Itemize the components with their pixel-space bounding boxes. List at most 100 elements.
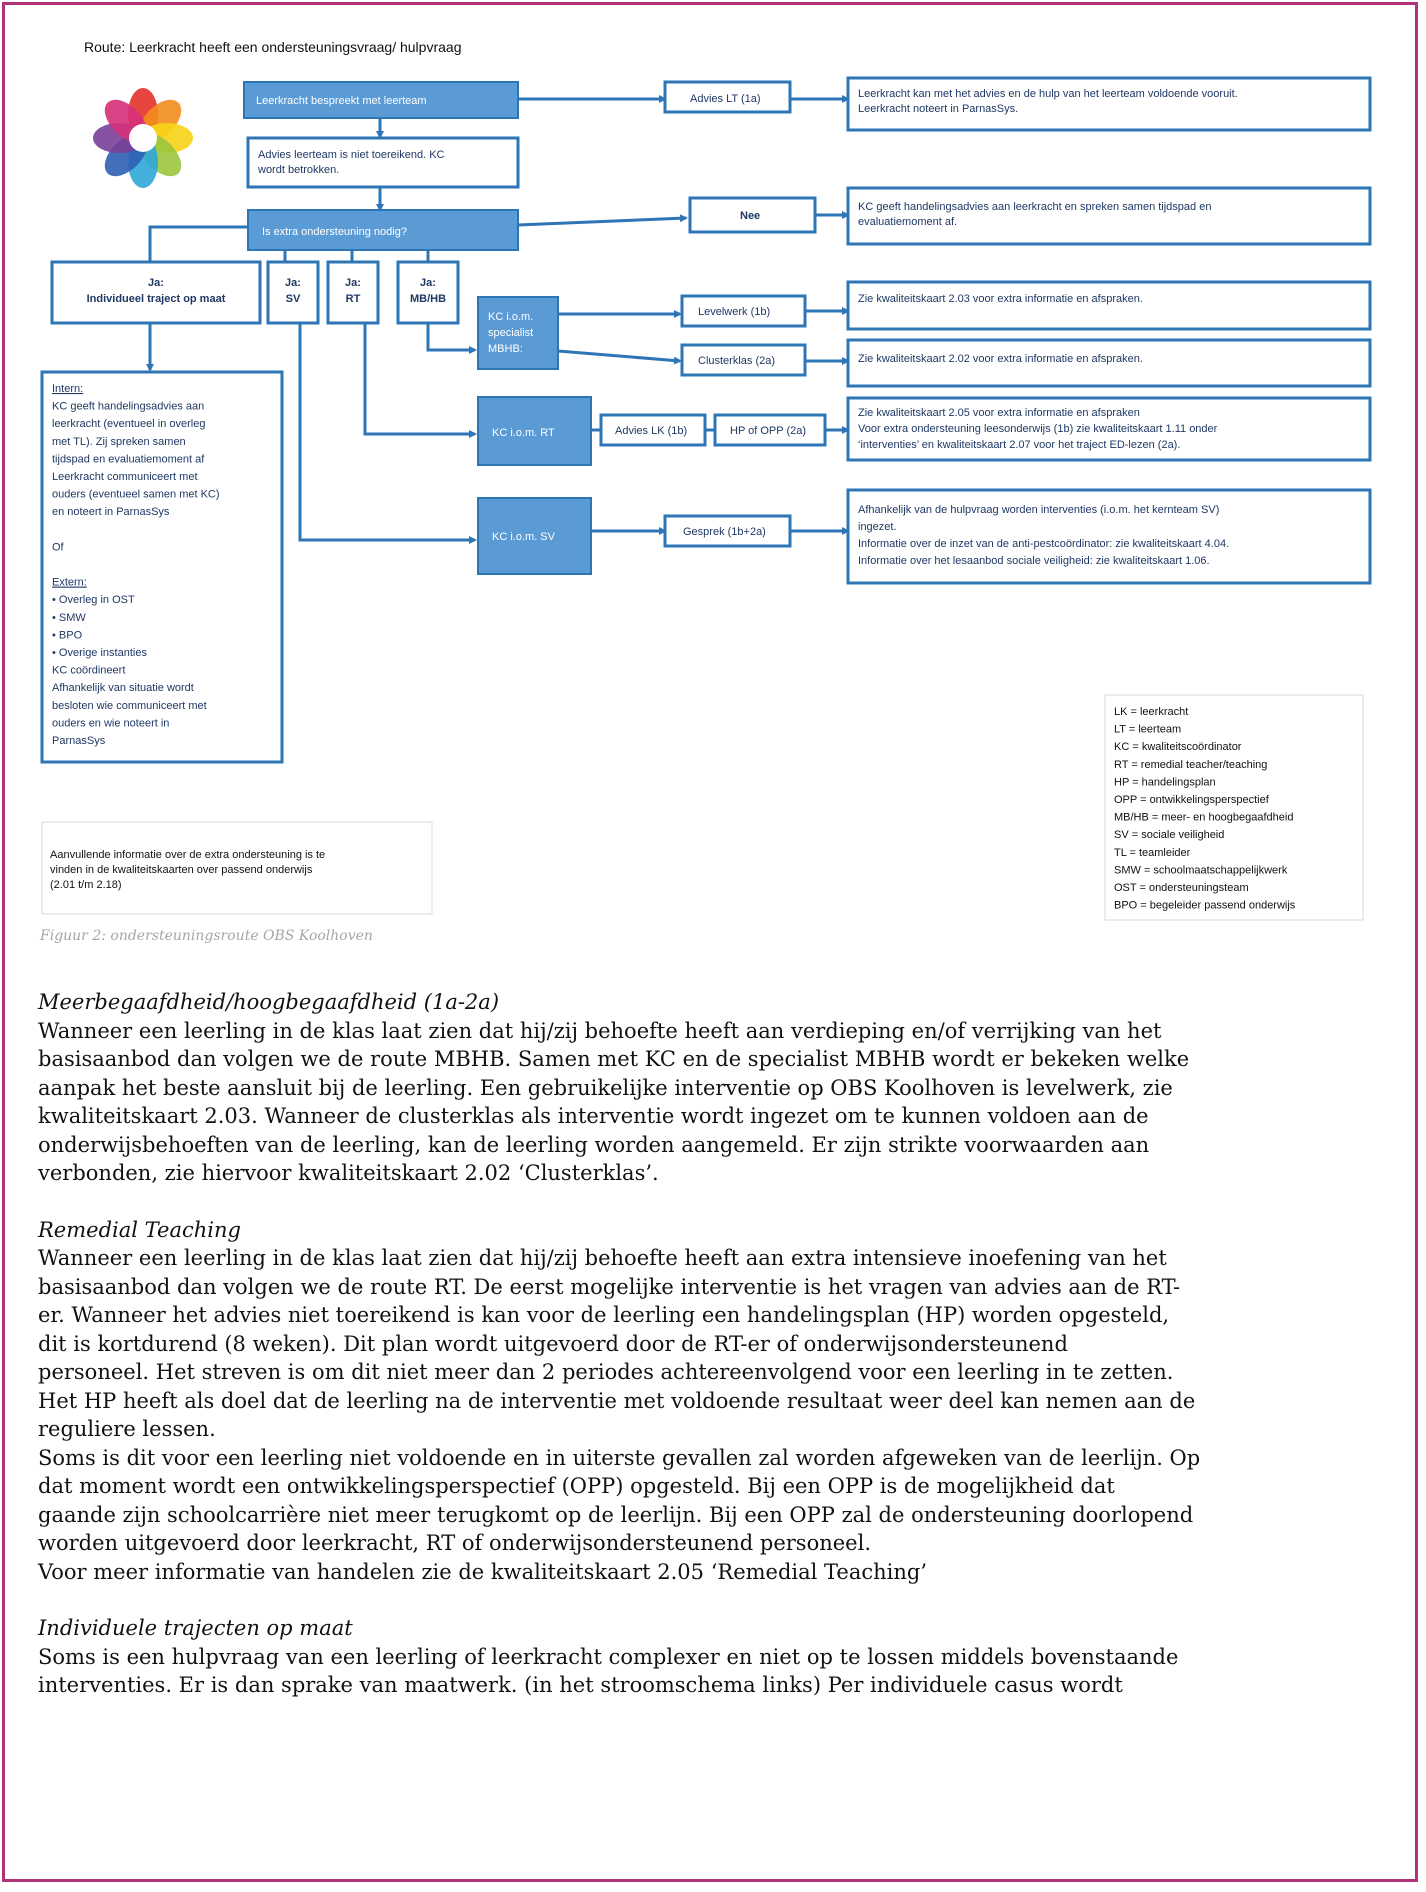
- body-text-line: Wanneer een leerling in de klas laat zie…: [38, 1246, 1167, 1270]
- node-text-line: evaluatiemoment af.: [858, 216, 957, 228]
- node-text-line: Ja:: [148, 277, 164, 289]
- zie-203-box-text: Zie kwaliteitskaart 2.03 voor extra info…: [858, 293, 1143, 305]
- legend-entry: SMW = schoolmaatschappelijkwerk: [1114, 864, 1288, 876]
- legend-entry: TL = teamleider: [1114, 847, 1191, 859]
- body-text-line: dat moment wordt een ontwikkelingsperspe…: [38, 1474, 1115, 1498]
- node-text-line: Ja:: [420, 277, 436, 289]
- ja-rt-box-text: Ja: RT: [345, 277, 361, 305]
- body-text-line: Soms is een hulpvraag van een leerling o…: [38, 1644, 1179, 1669]
- node-text-line: Aanvullende informatie over de extra ond…: [50, 849, 325, 861]
- node-text-line: Informatie over het lesaanbod sociale ve…: [858, 555, 1210, 567]
- body-text-line: er. Wanneer het advies niet toereikend i…: [38, 1303, 1170, 1327]
- legend-entry: LK = leerkracht: [1114, 706, 1188, 718]
- node-text-line: besloten wie communiceert met: [52, 700, 207, 712]
- node-text-line: (2.01 t/m 2.18): [50, 879, 122, 891]
- legend-entry: MB/HB = meer- en hoogbegaafdheid: [1114, 812, 1293, 824]
- node-text-line: tijdspad en evaluatiemoment af: [52, 453, 205, 465]
- node-text-line: vinden in de kwaliteitskaarten over pass…: [50, 864, 313, 876]
- zie-205-box-text: Zie kwaliteitskaart 2.05 voor extra info…: [858, 407, 1218, 451]
- legend-box: [1104, 694, 1364, 921]
- advies-lt-box-text: Advies LT (1a): [690, 93, 761, 105]
- support-route-flowchart: Route: Leerkracht heeft een ondersteunin…: [39, 39, 1372, 944]
- section-heading-itm: Individuele trajecten op maat: [38, 1616, 353, 1640]
- node-text-line: RT: [346, 293, 361, 305]
- body-text-line: Wanneer een leerling in de klas laat zie…: [38, 1018, 1162, 1043]
- bespreekt-box-text: Leerkracht bespreekt met leerteam: [256, 95, 427, 107]
- sv-info-box-text: Afhankelijk van de hulpvraag worden inte…: [858, 504, 1229, 567]
- legend-entry: OST = ondersteuningsteam: [1114, 882, 1249, 894]
- node-text-line: • SMW: [52, 612, 86, 624]
- paragraph-rt: Wanneer een leerling in de klas laat zie…: [38, 1244, 1398, 1586]
- node-text-line: Advies LT (1a): [690, 93, 761, 105]
- node-text-line: Zie kwaliteitskaart 2.05 voor extra info…: [858, 407, 1140, 419]
- node-text-line: specialist: [488, 327, 533, 339]
- connector-lines: [146, 95, 850, 544]
- node-text-line: Afhankelijk van situatie wordt: [52, 682, 194, 694]
- node-text-line: Of: [52, 541, 65, 553]
- hp-opp-box-text: HP of OPP (2a): [730, 425, 806, 437]
- body-text-line: basisaanbod dan volgen we de route RT. D…: [38, 1274, 1181, 1299]
- section-heading-mbhb: Meerbegaafdheid/hoogbegaafdheid (1a-2a): [38, 990, 500, 1014]
- node-text-line: met TL). Zij spreken samen: [52, 436, 186, 448]
- node-text-line: Leerkracht kan met het advies en de hulp…: [858, 88, 1238, 100]
- ja-individueel-box-text: Ja: Individueel traject op maat: [87, 277, 226, 305]
- node-text-line: Leerkracht bespreekt met leerteam: [256, 95, 427, 107]
- node-text-line: HP of OPP (2a): [730, 425, 806, 437]
- body-section-mbhb: Meerbegaafdheid/hoogbegaafdheid (1a-2a) …: [38, 988, 1398, 1700]
- kc-rt-box-text: KC i.o.m. RT: [492, 427, 555, 439]
- advies-lk-box-text: Advies LK (1b): [615, 425, 687, 437]
- node-text-line: Advies LK (1b): [615, 425, 687, 437]
- node-text-line: MBHB:: [488, 343, 523, 355]
- node-text-line: Levelwerk (1b): [698, 306, 770, 318]
- diagram-title: Route: Leerkracht heeft een ondersteunin…: [84, 39, 461, 55]
- node-text-line: en noteert in ParnasSys: [52, 506, 170, 518]
- node-text-line: Extern:: [52, 577, 87, 589]
- node-text-line: KC i.o.m.: [488, 311, 533, 323]
- node-text-line: Individueel traject op maat: [87, 293, 226, 305]
- node-text-line: ouders (eventueel samen met KC): [52, 489, 220, 501]
- kc-sv-box-text: KC i.o.m. SV: [492, 531, 556, 543]
- voldoende-box-text: Leerkracht kan met het advies en de hulp…: [858, 88, 1238, 115]
- node-text-line: Leerkracht noteert in ParnasSys.: [858, 103, 1018, 115]
- node-text-line: ParnasSys: [52, 735, 106, 747]
- legend-entry: BPO = begeleider passend onderwijs: [1114, 900, 1296, 912]
- node-text-line: • Overige instanties: [52, 647, 147, 659]
- node-text-line: Ja:: [345, 277, 361, 289]
- body-text-line: verbonden, zie hiervoor kwaliteitskaart …: [38, 1161, 659, 1185]
- legend-entry: OPP = ontwikkelingsperspectief: [1114, 794, 1270, 806]
- node-text-line: KC geeft handelingsadvies aan leerkracht…: [858, 201, 1211, 213]
- body-text-line: Het HP heeft als doel dat de leerling na…: [38, 1388, 1196, 1413]
- node-text-line: • Overleg in OST: [52, 594, 135, 606]
- node-text-line: Is extra ondersteuning nodig?: [262, 226, 407, 238]
- node-text-line: Voor extra ondersteuning leesonderwijs (…: [858, 423, 1218, 435]
- clusterklas-box-text: Clusterklas (2a): [698, 355, 775, 367]
- paragraph-itm: Soms is een hulpvraag van een leerling o…: [38, 1643, 1398, 1700]
- body-text-line: Soms is dit voor een leerling niet voldo…: [38, 1445, 1201, 1470]
- node-text-line: Ja:: [285, 277, 301, 289]
- node-text-line: wordt betrokken.: [257, 164, 339, 176]
- legend-entry: LT = leerteam: [1114, 724, 1181, 736]
- node-text-line: MB/HB: [410, 293, 446, 305]
- node-text-line: Leerkracht communiceert met: [52, 471, 198, 483]
- extra-nodig-box-text: Is extra ondersteuning nodig?: [262, 226, 407, 238]
- ja-sv-box-text: Ja:SV: [285, 277, 301, 305]
- body-text-line: worden uitgevoerd door leerkracht, RT of…: [38, 1531, 871, 1555]
- node-text-line: ingezet.: [858, 521, 897, 533]
- school-logo: [93, 88, 193, 188]
- node-text-line: ouders en wie noteert in: [52, 717, 169, 729]
- node-text-line: Zie kwaliteitskaart 2.02 voor extra info…: [858, 353, 1143, 365]
- body-text-line: reguliere lessen.: [38, 1417, 216, 1441]
- body-text-line: aanpak het beste aansluit bij de leerlin…: [38, 1075, 1173, 1100]
- ja-mbhb-box-text: Ja: MB/HB: [410, 277, 446, 305]
- node-text-line: Advies leerteam is niet toereikend. KC: [258, 149, 445, 161]
- body-text-line: dit is kortdurend (8 weken). Dit plan wo…: [38, 1331, 1068, 1356]
- node-text-line: ‘interventies’ en kwaliteitskaart 2.07 v…: [858, 439, 1180, 451]
- node-text-line: • BPO: [52, 629, 83, 641]
- node-text-line: Informatie over de inzet van de anti-pes…: [858, 538, 1229, 550]
- kc-handelingsadvies-box-text: KC geeft handelingsadvies aan leerkracht…: [858, 201, 1211, 228]
- node-text-line: Clusterklas (2a): [698, 355, 775, 367]
